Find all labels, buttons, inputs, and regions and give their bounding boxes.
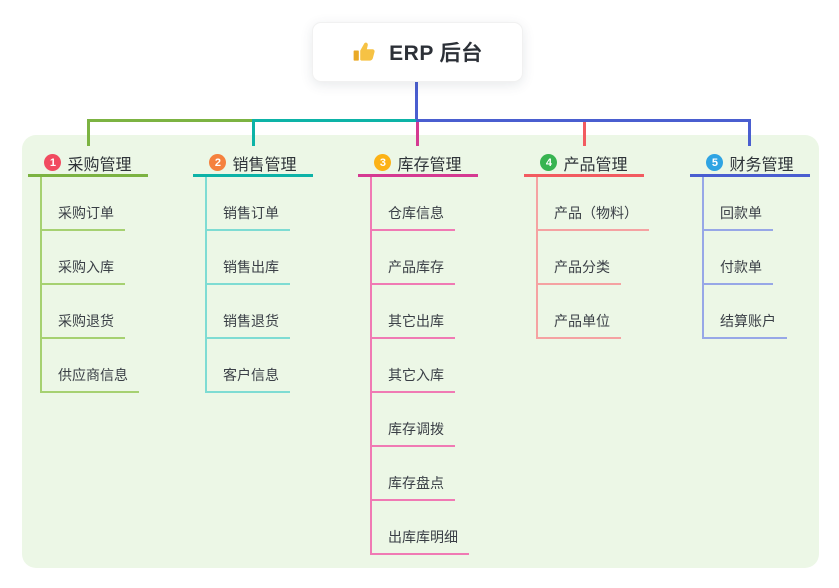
branch-children-line	[702, 177, 704, 339]
branch-children-line	[205, 177, 207, 393]
branch-number-badge: 4	[540, 154, 558, 171]
branch-label: 销售管理	[232, 156, 297, 174]
child-node[interactable]: 出库库明细	[370, 501, 469, 555]
child-node[interactable]: 销售出库	[205, 231, 290, 285]
child-node[interactable]: 销售退货	[205, 285, 290, 339]
bus-line-purchase	[87, 119, 254, 122]
branch-number-badge: 1	[44, 154, 62, 171]
child-node[interactable]: 采购订单	[40, 177, 125, 231]
branch-inventory: 3 库存管理 仓库信息 产品库存 其它出库 其它入库 库存调拨 库存盘点 出库库…	[358, 151, 478, 555]
branch-sales: 2 销售管理 销售订单 销售出库 销售退货 客户信息	[193, 151, 313, 393]
branch-label: 产品管理	[563, 156, 628, 174]
branch-title-product[interactable]: 4 产品管理	[524, 151, 644, 177]
branch-children-line	[40, 177, 42, 393]
child-node[interactable]: 回款单	[702, 177, 773, 231]
root-label: ERP 后台	[389, 42, 483, 65]
child-node[interactable]: 采购退货	[40, 285, 125, 339]
child-node[interactable]: 供应商信息	[40, 339, 139, 393]
drop-line-sales	[252, 119, 255, 146]
thumbs-up-icon	[353, 42, 375, 61]
child-node[interactable]: 客户信息	[205, 339, 290, 393]
child-node[interactable]: 仓库信息	[370, 177, 455, 231]
branch-children-line	[370, 177, 372, 555]
branch-label: 采购管理	[67, 156, 132, 174]
root-node[interactable]: ERP 后台	[312, 22, 523, 82]
root-connector-line	[415, 82, 418, 120]
branches-panel	[22, 135, 819, 568]
branch-number-badge: 5	[706, 154, 724, 171]
bus-line-finance	[416, 119, 750, 122]
branch-number-badge: 2	[209, 154, 227, 171]
branch-children-line	[536, 177, 538, 339]
child-node[interactable]: 其它出库	[370, 285, 455, 339]
branch-product: 4 产品管理 产品（物料） 产品分类 产品单位	[524, 151, 649, 339]
child-node[interactable]: 结算账户	[702, 285, 787, 339]
branch-finance: 5 财务管理 回款单 付款单 结算账户	[690, 151, 810, 339]
branch-title-sales[interactable]: 2 销售管理	[193, 151, 313, 177]
child-node[interactable]: 产品库存	[370, 231, 455, 285]
child-node[interactable]: 产品分类	[536, 231, 621, 285]
drop-line-purchase	[87, 119, 90, 146]
child-node[interactable]: 产品单位	[536, 285, 621, 339]
branch-label: 财务管理	[729, 156, 794, 174]
drop-line-inventory	[416, 122, 419, 146]
child-node[interactable]: 产品（物料）	[536, 177, 649, 231]
child-node[interactable]: 销售订单	[205, 177, 290, 231]
child-node[interactable]: 库存调拨	[370, 393, 455, 447]
branch-number-badge: 3	[374, 154, 392, 171]
branch-title-finance[interactable]: 5 财务管理	[690, 151, 810, 177]
child-node[interactable]: 库存盘点	[370, 447, 455, 501]
bus-line-sales	[252, 119, 418, 122]
branch-title-purchase[interactable]: 1 采购管理	[28, 151, 148, 177]
child-node[interactable]: 付款单	[702, 231, 773, 285]
child-node[interactable]: 采购入库	[40, 231, 125, 285]
drop-line-product	[583, 122, 586, 146]
branch-purchase: 1 采购管理 采购订单 采购入库 采购退货 供应商信息	[28, 151, 148, 393]
drop-line-finance	[748, 119, 751, 146]
child-node[interactable]: 其它入库	[370, 339, 455, 393]
branch-title-inventory[interactable]: 3 库存管理	[358, 151, 478, 177]
branch-label: 库存管理	[397, 156, 462, 174]
